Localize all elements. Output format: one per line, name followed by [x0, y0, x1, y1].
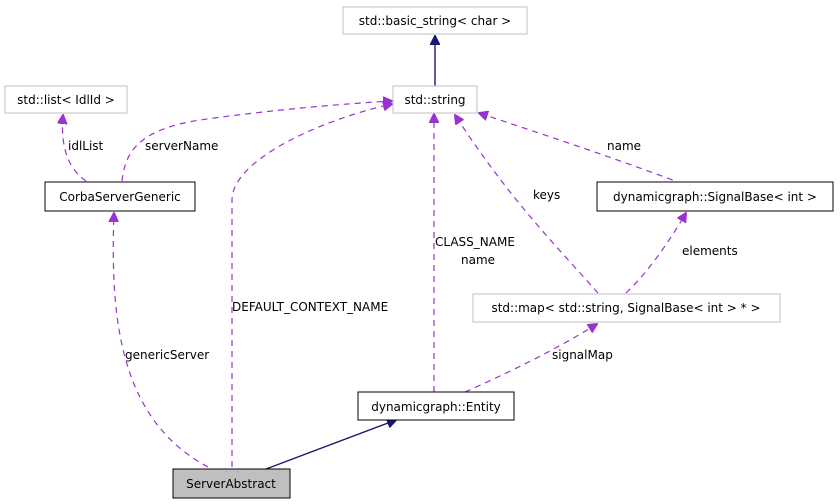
node-signal-base[interactable]: dynamicgraph::SignalBase< int > — [596, 181, 834, 212]
node-basic-string-label: std::basic_string< char > — [359, 14, 512, 28]
node-std-string[interactable]: std::string — [392, 85, 478, 114]
node-std-string-label: std::string — [404, 93, 465, 107]
edge-labels: idlList serverName name keys CLASS_NAME … — [68, 139, 738, 362]
node-idl-list[interactable]: std::list< IdlId > — [4, 85, 128, 114]
label-keys: keys — [533, 188, 560, 202]
node-entity[interactable]: dynamicgraph::Entity — [357, 391, 515, 421]
node-signal-map[interactable]: std::map< std::string, SignalBase< int >… — [472, 293, 781, 323]
label-idl-list: idlList — [68, 139, 104, 153]
edge-elements — [625, 213, 686, 294]
edge-keys — [455, 115, 599, 294]
label-server-name: serverName — [145, 139, 218, 153]
node-signal-base-label: dynamicgraph::SignalBase< int > — [613, 190, 817, 204]
node-server-abstract-label: ServerAbstract — [186, 477, 276, 491]
node-basic-string[interactable]: std::basic_string< char > — [342, 6, 528, 35]
edges — [62, 36, 686, 470]
nodes: std::basic_string< char > std::string st… — [4, 6, 834, 499]
label-signal-map: signalMap — [552, 348, 613, 362]
edge-generic-server — [113, 213, 209, 468]
node-corba-server-generic[interactable]: CorbaServerGeneric — [44, 181, 196, 212]
edge-default-context-name — [231, 104, 392, 467]
label-name: name — [607, 139, 641, 153]
node-entity-label: dynamicgraph::Entity — [371, 400, 501, 414]
edge-server-name — [121, 101, 392, 182]
edge-signal-name — [479, 113, 684, 185]
label-class-name: CLASS_NAME — [435, 235, 515, 249]
label-generic-server: genericServer — [125, 348, 209, 362]
edge-idl-list — [62, 115, 87, 182]
label-elements: elements — [682, 244, 738, 258]
edge-server-abstract-inherits-entity — [265, 420, 396, 470]
label-entity-name: name — [461, 253, 495, 267]
node-idl-list-label: std::list< IdlId > — [17, 93, 115, 107]
label-default-context-name: DEFAULT_CONTEXT_NAME — [232, 300, 388, 314]
node-corba-server-generic-label: CorbaServerGeneric — [59, 190, 181, 204]
node-server-abstract[interactable]: ServerAbstract — [172, 468, 291, 499]
node-signal-map-label: std::map< std::string, SignalBase< int >… — [491, 301, 760, 315]
